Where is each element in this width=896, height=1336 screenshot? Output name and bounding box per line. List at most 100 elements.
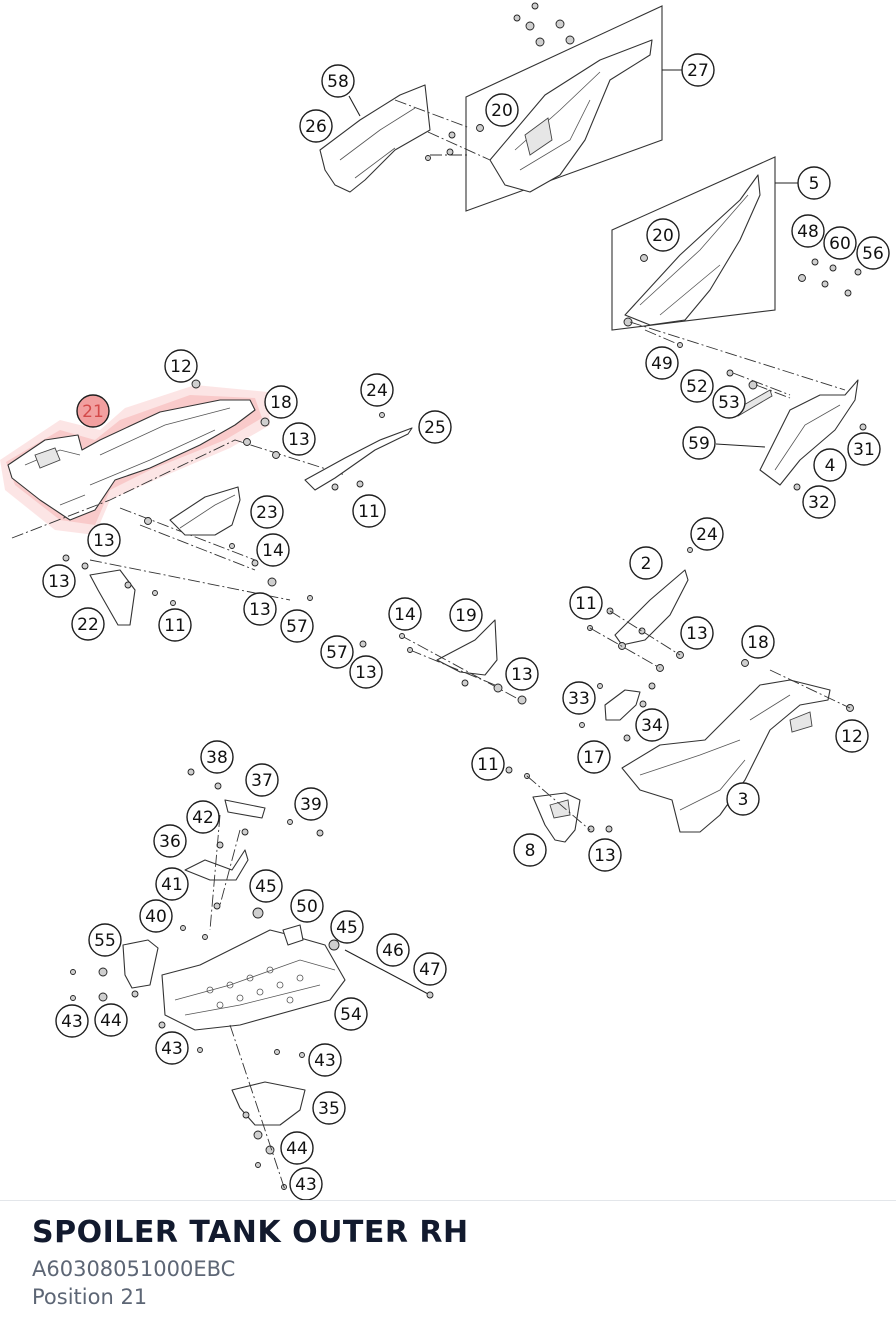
part-group-bracket [304, 412, 413, 491]
callout-12[interactable]: 12 [835, 719, 869, 753]
callout-33[interactable]: 33 [562, 681, 596, 715]
callout-21[interactable]: 21 [76, 394, 110, 428]
callout-label: 19 [455, 606, 477, 626]
callout-41[interactable]: 41 [155, 867, 189, 901]
callout-47[interactable]: 47 [413, 952, 447, 986]
callout-label: 45 [336, 918, 358, 938]
callout-3[interactable]: 3 [726, 782, 760, 816]
callout-13[interactable]: 13 [282, 422, 316, 456]
callout-34[interactable]: 34 [635, 708, 669, 742]
callout-44[interactable]: 44 [280, 1131, 314, 1165]
callout-label: 47 [419, 960, 441, 980]
callout-label: 25 [424, 418, 446, 438]
callout-label: 50 [296, 897, 318, 917]
callout-52[interactable]: 52 [680, 369, 714, 403]
callout-48[interactable]: 48 [791, 214, 825, 248]
callout-label: 54 [340, 1005, 362, 1025]
callout-32[interactable]: 32 [802, 485, 836, 519]
callout-59[interactable]: 59 [682, 426, 716, 460]
callout-18[interactable]: 18 [741, 625, 775, 659]
callout-56[interactable]: 56 [856, 236, 890, 270]
callout-11[interactable]: 11 [569, 586, 603, 620]
callout-18[interactable]: 18 [264, 385, 298, 419]
callout-17[interactable]: 17 [577, 740, 611, 774]
callout-39[interactable]: 39 [294, 787, 328, 821]
callout-43[interactable]: 43 [289, 1167, 323, 1200]
callout-22[interactable]: 22 [71, 607, 105, 641]
callout-54[interactable]: 54 [334, 997, 368, 1031]
callout-label: 43 [295, 1175, 317, 1195]
callout-label: 20 [491, 101, 513, 121]
callout-31[interactable]: 31 [847, 432, 881, 466]
callout-label: 23 [256, 503, 278, 523]
callout-13[interactable]: 13 [680, 616, 714, 650]
callout-14[interactable]: 14 [256, 533, 290, 567]
callout-38[interactable]: 38 [200, 740, 234, 774]
callout-13[interactable]: 13 [349, 655, 383, 689]
callout-label: 11 [358, 502, 380, 522]
callout-26[interactable]: 26 [299, 109, 333, 143]
callout-42[interactable]: 42 [186, 800, 220, 834]
callout-13[interactable]: 13 [243, 592, 277, 626]
callout-14[interactable]: 14 [388, 597, 422, 631]
callout-label: 34 [641, 716, 663, 736]
callout-45[interactable]: 45 [249, 869, 283, 903]
callout-43[interactable]: 43 [155, 1031, 189, 1065]
callout-37[interactable]: 37 [245, 763, 279, 797]
callout-55[interactable]: 55 [88, 923, 122, 957]
callout-19[interactable]: 19 [449, 598, 483, 632]
callout-45[interactable]: 45 [330, 910, 364, 944]
callout-24[interactable]: 24 [690, 517, 724, 551]
callout-4[interactable]: 4 [813, 448, 847, 482]
callout-11[interactable]: 11 [471, 747, 505, 781]
callout-27[interactable]: 27 [681, 53, 715, 87]
callout-40[interactable]: 40 [139, 899, 173, 933]
callout-43[interactable]: 43 [55, 1004, 89, 1038]
callout-label: 38 [206, 748, 228, 768]
callout-label: 24 [366, 381, 388, 401]
callout-50[interactable]: 50 [290, 889, 324, 923]
callout-23[interactable]: 23 [250, 495, 284, 529]
callout-label: 57 [326, 643, 348, 663]
callout-46[interactable]: 46 [376, 933, 410, 967]
callout-label: 21 [82, 402, 104, 422]
callout-35[interactable]: 35 [312, 1091, 346, 1125]
part-group-mount [359, 619, 527, 705]
callout-44[interactable]: 44 [94, 1003, 128, 1037]
callout-label: 26 [305, 117, 327, 137]
callout-label: 36 [159, 832, 181, 852]
callout-5[interactable]: 5 [797, 166, 831, 200]
callout-label: 35 [318, 1099, 340, 1119]
callout-36[interactable]: 36 [153, 824, 187, 858]
callout-label: 43 [314, 1051, 336, 1071]
callout-57[interactable]: 57 [320, 635, 354, 669]
part-name: SPOILER TANK OUTER RH [32, 1215, 469, 1250]
callout-label: 32 [808, 493, 830, 513]
callout-58[interactable]: 58 [321, 64, 355, 98]
callout-label: 2 [641, 554, 652, 574]
callout-13[interactable]: 13 [505, 657, 539, 691]
callout-12[interactable]: 12 [164, 349, 198, 383]
callout-49[interactable]: 49 [645, 346, 679, 380]
callout-11[interactable]: 11 [158, 608, 192, 642]
callout-57[interactable]: 57 [280, 609, 314, 643]
callout-label: 24 [696, 525, 718, 545]
callout-label: 13 [686, 624, 708, 644]
callout-label: 12 [841, 727, 863, 747]
callout-24[interactable]: 24 [360, 373, 394, 407]
callout-20[interactable]: 20 [485, 93, 519, 127]
callout-label: 57 [286, 617, 308, 637]
callout-13[interactable]: 13 [42, 564, 76, 598]
callout-53[interactable]: 53 [712, 385, 746, 419]
callout-11[interactable]: 11 [352, 494, 386, 528]
callout-43[interactable]: 43 [308, 1043, 342, 1077]
callout-13[interactable]: 13 [87, 523, 121, 557]
callout-2[interactable]: 2 [629, 546, 663, 580]
callout-60[interactable]: 60 [823, 226, 857, 260]
callout-13[interactable]: 13 [588, 838, 622, 872]
callout-8[interactable]: 8 [513, 833, 547, 867]
part-group-bracket-2 [587, 547, 693, 672]
callout-20[interactable]: 20 [646, 218, 680, 252]
callout-25[interactable]: 25 [418, 410, 452, 444]
